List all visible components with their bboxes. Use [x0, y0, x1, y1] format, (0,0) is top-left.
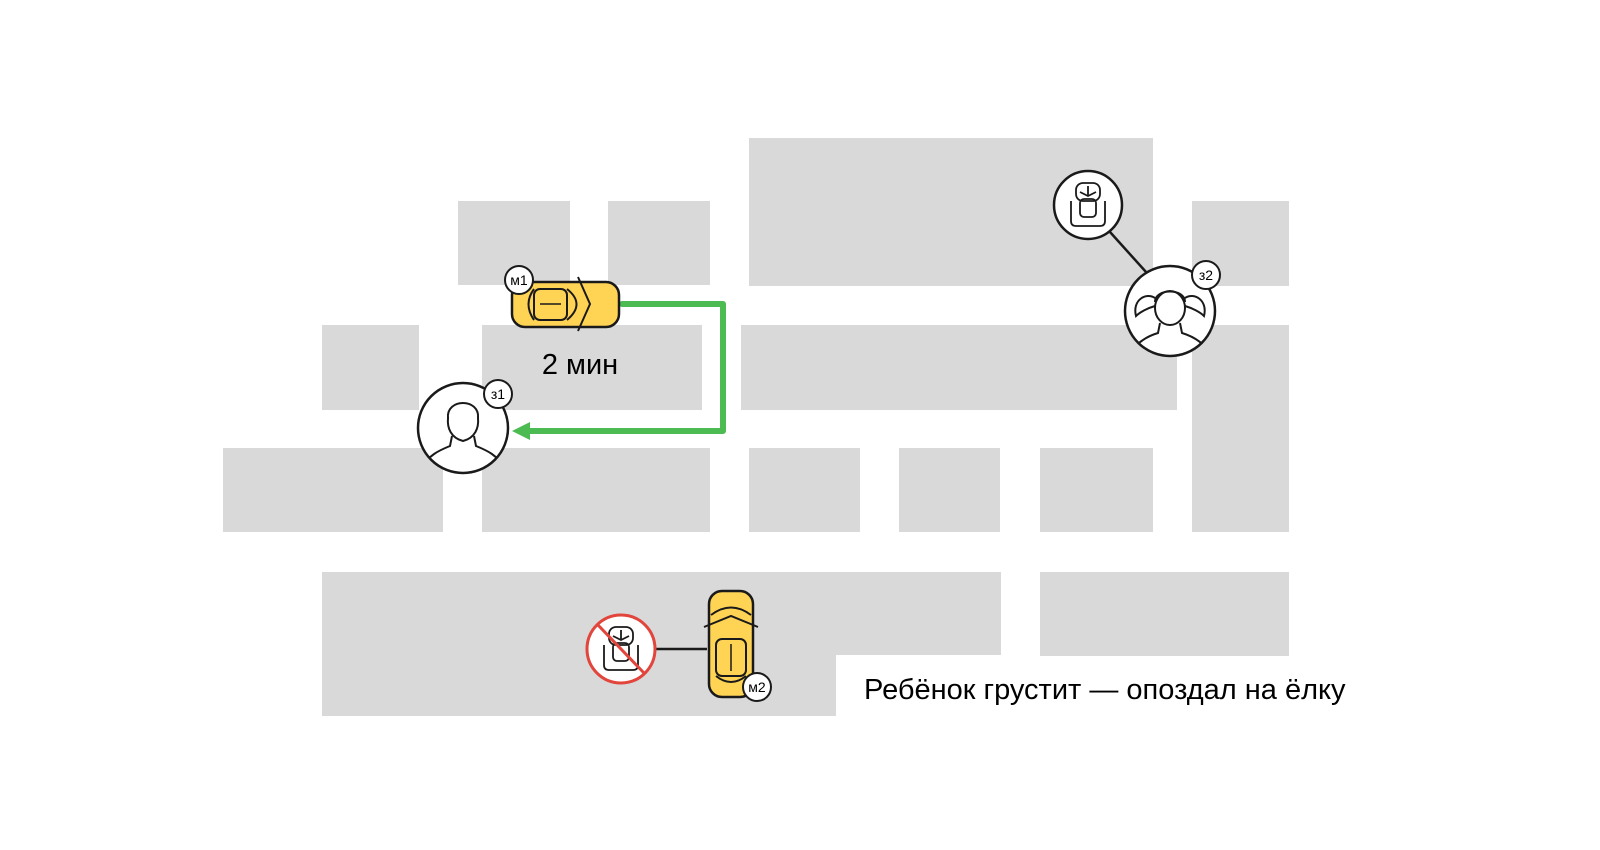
passenger-badge-label: з1 — [491, 386, 505, 402]
route-arrowhead — [512, 422, 530, 440]
city-blocks — [223, 138, 1289, 716]
city-block — [322, 572, 1001, 716]
forbidden-slash-icon — [596, 623, 646, 675]
taxi-car-m2[interactable]: м2 — [703, 589, 772, 702]
car-badge-m2: м2 — [742, 672, 772, 702]
city-block — [608, 201, 710, 285]
scenario-caption: Ребёнок грустит — опоздал на ёлку — [864, 674, 1346, 706]
passenger-z1[interactable]: з1 — [416, 379, 513, 475]
car-badge-label: м2 — [748, 679, 766, 695]
no-child-seat-badge — [585, 613, 657, 685]
route-line — [523, 301, 726, 434]
city-block — [482, 325, 702, 410]
city-block — [322, 325, 419, 410]
taxi-car-icon — [510, 276, 621, 332]
city-block — [482, 448, 710, 532]
city-block — [741, 325, 1177, 410]
car-badge-m1: м1 — [504, 265, 534, 295]
requirement-link — [1109, 231, 1147, 273]
city-block — [1040, 572, 1289, 656]
city-block — [749, 448, 860, 532]
city-block — [223, 448, 443, 532]
taxi-car-icon — [703, 589, 759, 699]
passenger-badge-z1: з1 — [483, 379, 513, 409]
city-block — [1192, 325, 1289, 532]
route-eta-label: 2 мин — [542, 349, 618, 381]
city-block — [1040, 448, 1153, 532]
car-badge-label: м1 — [510, 272, 528, 288]
child-seat-icon — [1070, 182, 1106, 227]
child-seat-requirement — [1052, 169, 1124, 241]
city-block — [899, 448, 1000, 532]
passenger-badge-label: з2 — [1199, 267, 1213, 283]
route: 2 мин — [512, 301, 726, 440]
taxi-car-m2-group[interactable]: м2 — [585, 589, 772, 702]
passenger-badge-z2: з2 — [1191, 260, 1221, 290]
taxi-car-m1[interactable]: м1 — [504, 265, 621, 332]
